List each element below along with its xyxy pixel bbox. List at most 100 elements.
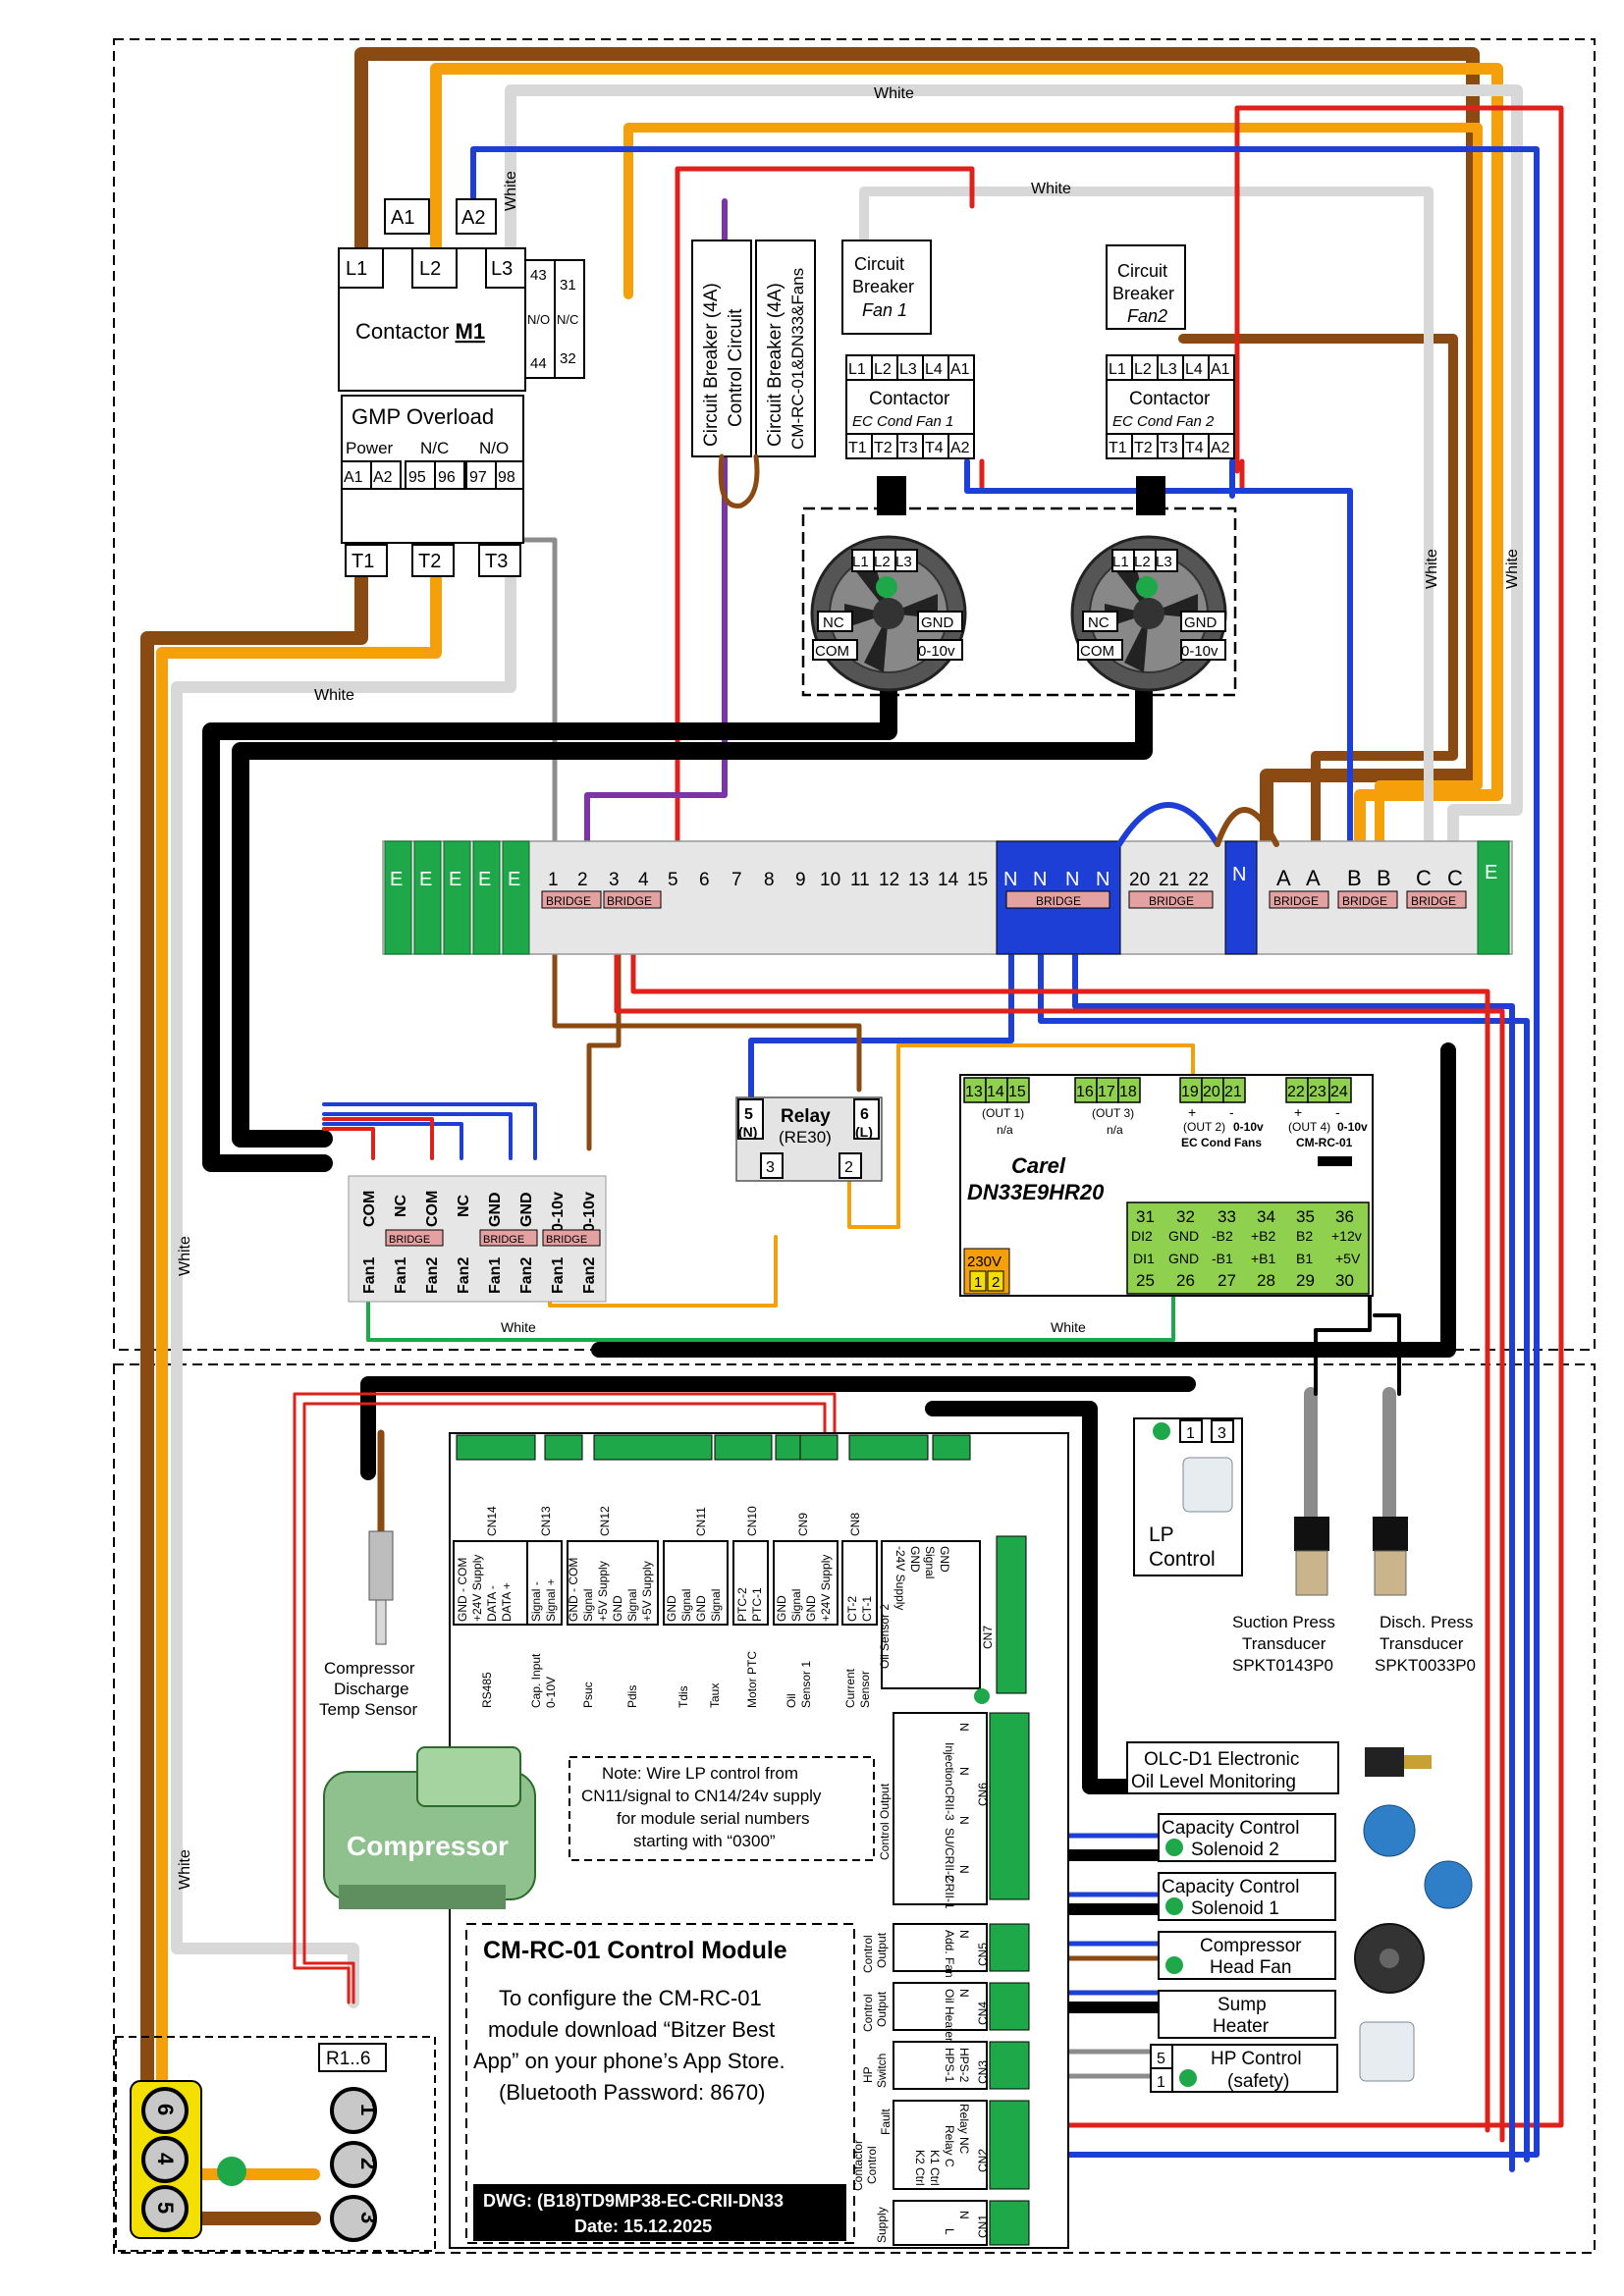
svg-text:44: 44	[530, 355, 547, 372]
wire-label-white-9: White	[503, 171, 519, 211]
svg-text:GND: GND	[665, 1595, 678, 1622]
lower-section-border	[113, 1363, 1596, 2254]
ground-icon	[1179, 2069, 1197, 2087]
svg-text:Fan2: Fan2	[456, 1257, 472, 1294]
svg-text:L4: L4	[1185, 361, 1203, 378]
wire-label-white-3: White	[314, 687, 354, 704]
svg-text:5: 5	[1157, 2051, 1165, 2067]
svg-text:COM: COM	[1080, 643, 1114, 660]
svg-text:2: 2	[844, 1159, 853, 1176]
svg-text:Date: 15.12.2025: Date: 15.12.2025	[574, 2216, 712, 2236]
svg-text:B2: B2	[1296, 1228, 1313, 1244]
svg-text:230V: 230V	[967, 1254, 1001, 1270]
svg-text:Signal: Signal	[581, 1589, 595, 1622]
gmp-overload: GMP Overload Power N/C N/O A1 A2 95 96 9…	[341, 395, 524, 577]
module-title: CM-RC-01 Control Module	[483, 1937, 787, 1964]
svg-text:PTC-1: PTC-1	[750, 1587, 764, 1622]
svg-text:Breaker: Breaker	[1112, 284, 1174, 303]
svg-text:Transducer: Transducer	[1380, 1634, 1464, 1653]
svg-text:32: 32	[560, 350, 576, 367]
svg-text:Oil Sensor 2: Oil Sensor 2	[878, 1604, 892, 1669]
wire-fanstrip-red	[322, 1117, 434, 1160]
svg-text:Motor PTC: Motor PTC	[745, 1651, 759, 1708]
svg-text:Fan2: Fan2	[518, 1257, 535, 1294]
svg-text:B: B	[1347, 866, 1362, 890]
svg-text:97: 97	[469, 469, 487, 486]
svg-text:16: 16	[1076, 1084, 1094, 1100]
svg-text:N: N	[957, 1865, 971, 1874]
note-box: Note: Wire LP control from CN11/signal t…	[568, 1756, 875, 1861]
svg-text:NC: NC	[456, 1194, 472, 1217]
svg-text:N: N	[957, 1816, 971, 1825]
fan1-top-terms: L1 L2 L3 L4 A1	[845, 354, 975, 381]
svg-text:CT-1: CT-1	[860, 1596, 874, 1622]
svg-text:T2: T2	[418, 551, 441, 572]
ground-icon	[217, 2157, 246, 2186]
wire-brown-motor	[140, 543, 368, 2225]
svg-text:Circuit Breaker (4A): Circuit Breaker (4A)	[765, 283, 785, 447]
strip-numbers: 1 2 3 4 5 6 7 8 9 10 11 12 13 14 15	[548, 870, 988, 890]
wire-label-white-2: White	[1031, 181, 1071, 197]
svg-text:Pdis: Pdis	[625, 1685, 639, 1708]
ground-icon	[1165, 1839, 1183, 1856]
svg-text:L1: L1	[848, 361, 866, 378]
svg-text:R1..6: R1..6	[326, 2049, 370, 2069]
svg-text:Supply: Supply	[875, 2207, 889, 2243]
svg-text:Injection: Injection	[943, 1742, 956, 1787]
ground-icon	[1165, 1956, 1183, 1974]
svg-text:Oil: Oil	[785, 1693, 798, 1708]
svg-text:N: N	[957, 1989, 971, 1998]
svg-text:+5V: +5V	[1335, 1251, 1361, 1266]
wire-black-olc	[925, 1401, 1137, 1794]
svg-text:20: 20	[1203, 1084, 1220, 1100]
svg-text:OLC-D1 Electronic: OLC-D1 Electronic	[1144, 1749, 1299, 1770]
svg-text:EC Cond Fans: EC Cond Fans	[1181, 1136, 1262, 1149]
svg-text:34: 34	[1257, 1207, 1275, 1226]
svg-text:13: 13	[908, 870, 929, 890]
fan-motor-2: L1 L2 L3 NC COM GND 0-10v	[1070, 476, 1227, 692]
svg-text:Control: Control	[1149, 1548, 1216, 1571]
svg-text:COM: COM	[424, 1191, 441, 1227]
carel-lower-terms: 31 32 33 34 35 36 DI2 GND -B2 +B2 B2 +12…	[1126, 1201, 1370, 1295]
svg-text:A2: A2	[950, 440, 970, 456]
svg-text:21: 21	[1159, 870, 1179, 890]
svg-text:2: 2	[577, 870, 588, 890]
svg-text:3: 3	[766, 1159, 775, 1176]
svg-text:(OUT 1): (OUT 1)	[982, 1106, 1024, 1120]
svg-text:n/a: n/a	[997, 1123, 1013, 1137]
svg-text:T1: T1	[1109, 440, 1127, 456]
ground-icon	[1136, 576, 1158, 598]
svg-text:+5V Supply: +5V Supply	[640, 1561, 654, 1622]
svg-text:Signal: Signal	[923, 1546, 937, 1578]
svg-text:1: 1	[1186, 1425, 1195, 1442]
svg-text:GND - COM: GND - COM	[567, 1558, 580, 1622]
svg-text:Oil Level Monitoring: Oil Level Monitoring	[1131, 1772, 1296, 1792]
fans-dashed-box	[801, 507, 1237, 697]
wire-label-white-4: White	[501, 1319, 536, 1335]
wire-orange-l2	[430, 63, 1503, 850]
contactor-m1: A1 A2 L1 L2 L3 Contactor M1 43 44 31 32 …	[338, 198, 585, 392]
svg-text:Circuit Breaker (4A): Circuit Breaker (4A)	[701, 283, 722, 447]
wire-red-top	[675, 166, 975, 847]
svg-text:15: 15	[967, 870, 988, 890]
svg-text:-: -	[1229, 1104, 1234, 1120]
svg-text:CN7: CN7	[981, 1626, 995, 1649]
svg-text:Circuit: Circuit	[854, 254, 904, 274]
svg-text:RS485: RS485	[480, 1672, 494, 1708]
svg-text:3: 3	[1218, 1425, 1226, 1442]
svg-text:CN10: CN10	[745, 1506, 759, 1536]
svg-text:GND: GND	[804, 1595, 818, 1622]
sump-heater: Sump Heater	[1158, 1990, 1336, 2039]
svg-text:35: 35	[1296, 1207, 1315, 1226]
svg-text:Signal: Signal	[789, 1589, 803, 1622]
svg-text:0-10V: 0-10V	[544, 1677, 558, 1708]
svg-text:+: +	[1294, 1104, 1302, 1120]
svg-text:Temp Sensor: Temp Sensor	[319, 1700, 417, 1719]
svg-text:Control: Control	[861, 1935, 875, 1973]
svg-text:8: 8	[764, 870, 775, 890]
svg-text:19: 19	[1181, 1084, 1199, 1100]
svg-text:A1: A1	[950, 361, 970, 378]
svg-text:L1: L1	[346, 258, 367, 280]
wire-brown-abc	[1178, 334, 1458, 849]
svg-text:21: 21	[1224, 1084, 1242, 1100]
